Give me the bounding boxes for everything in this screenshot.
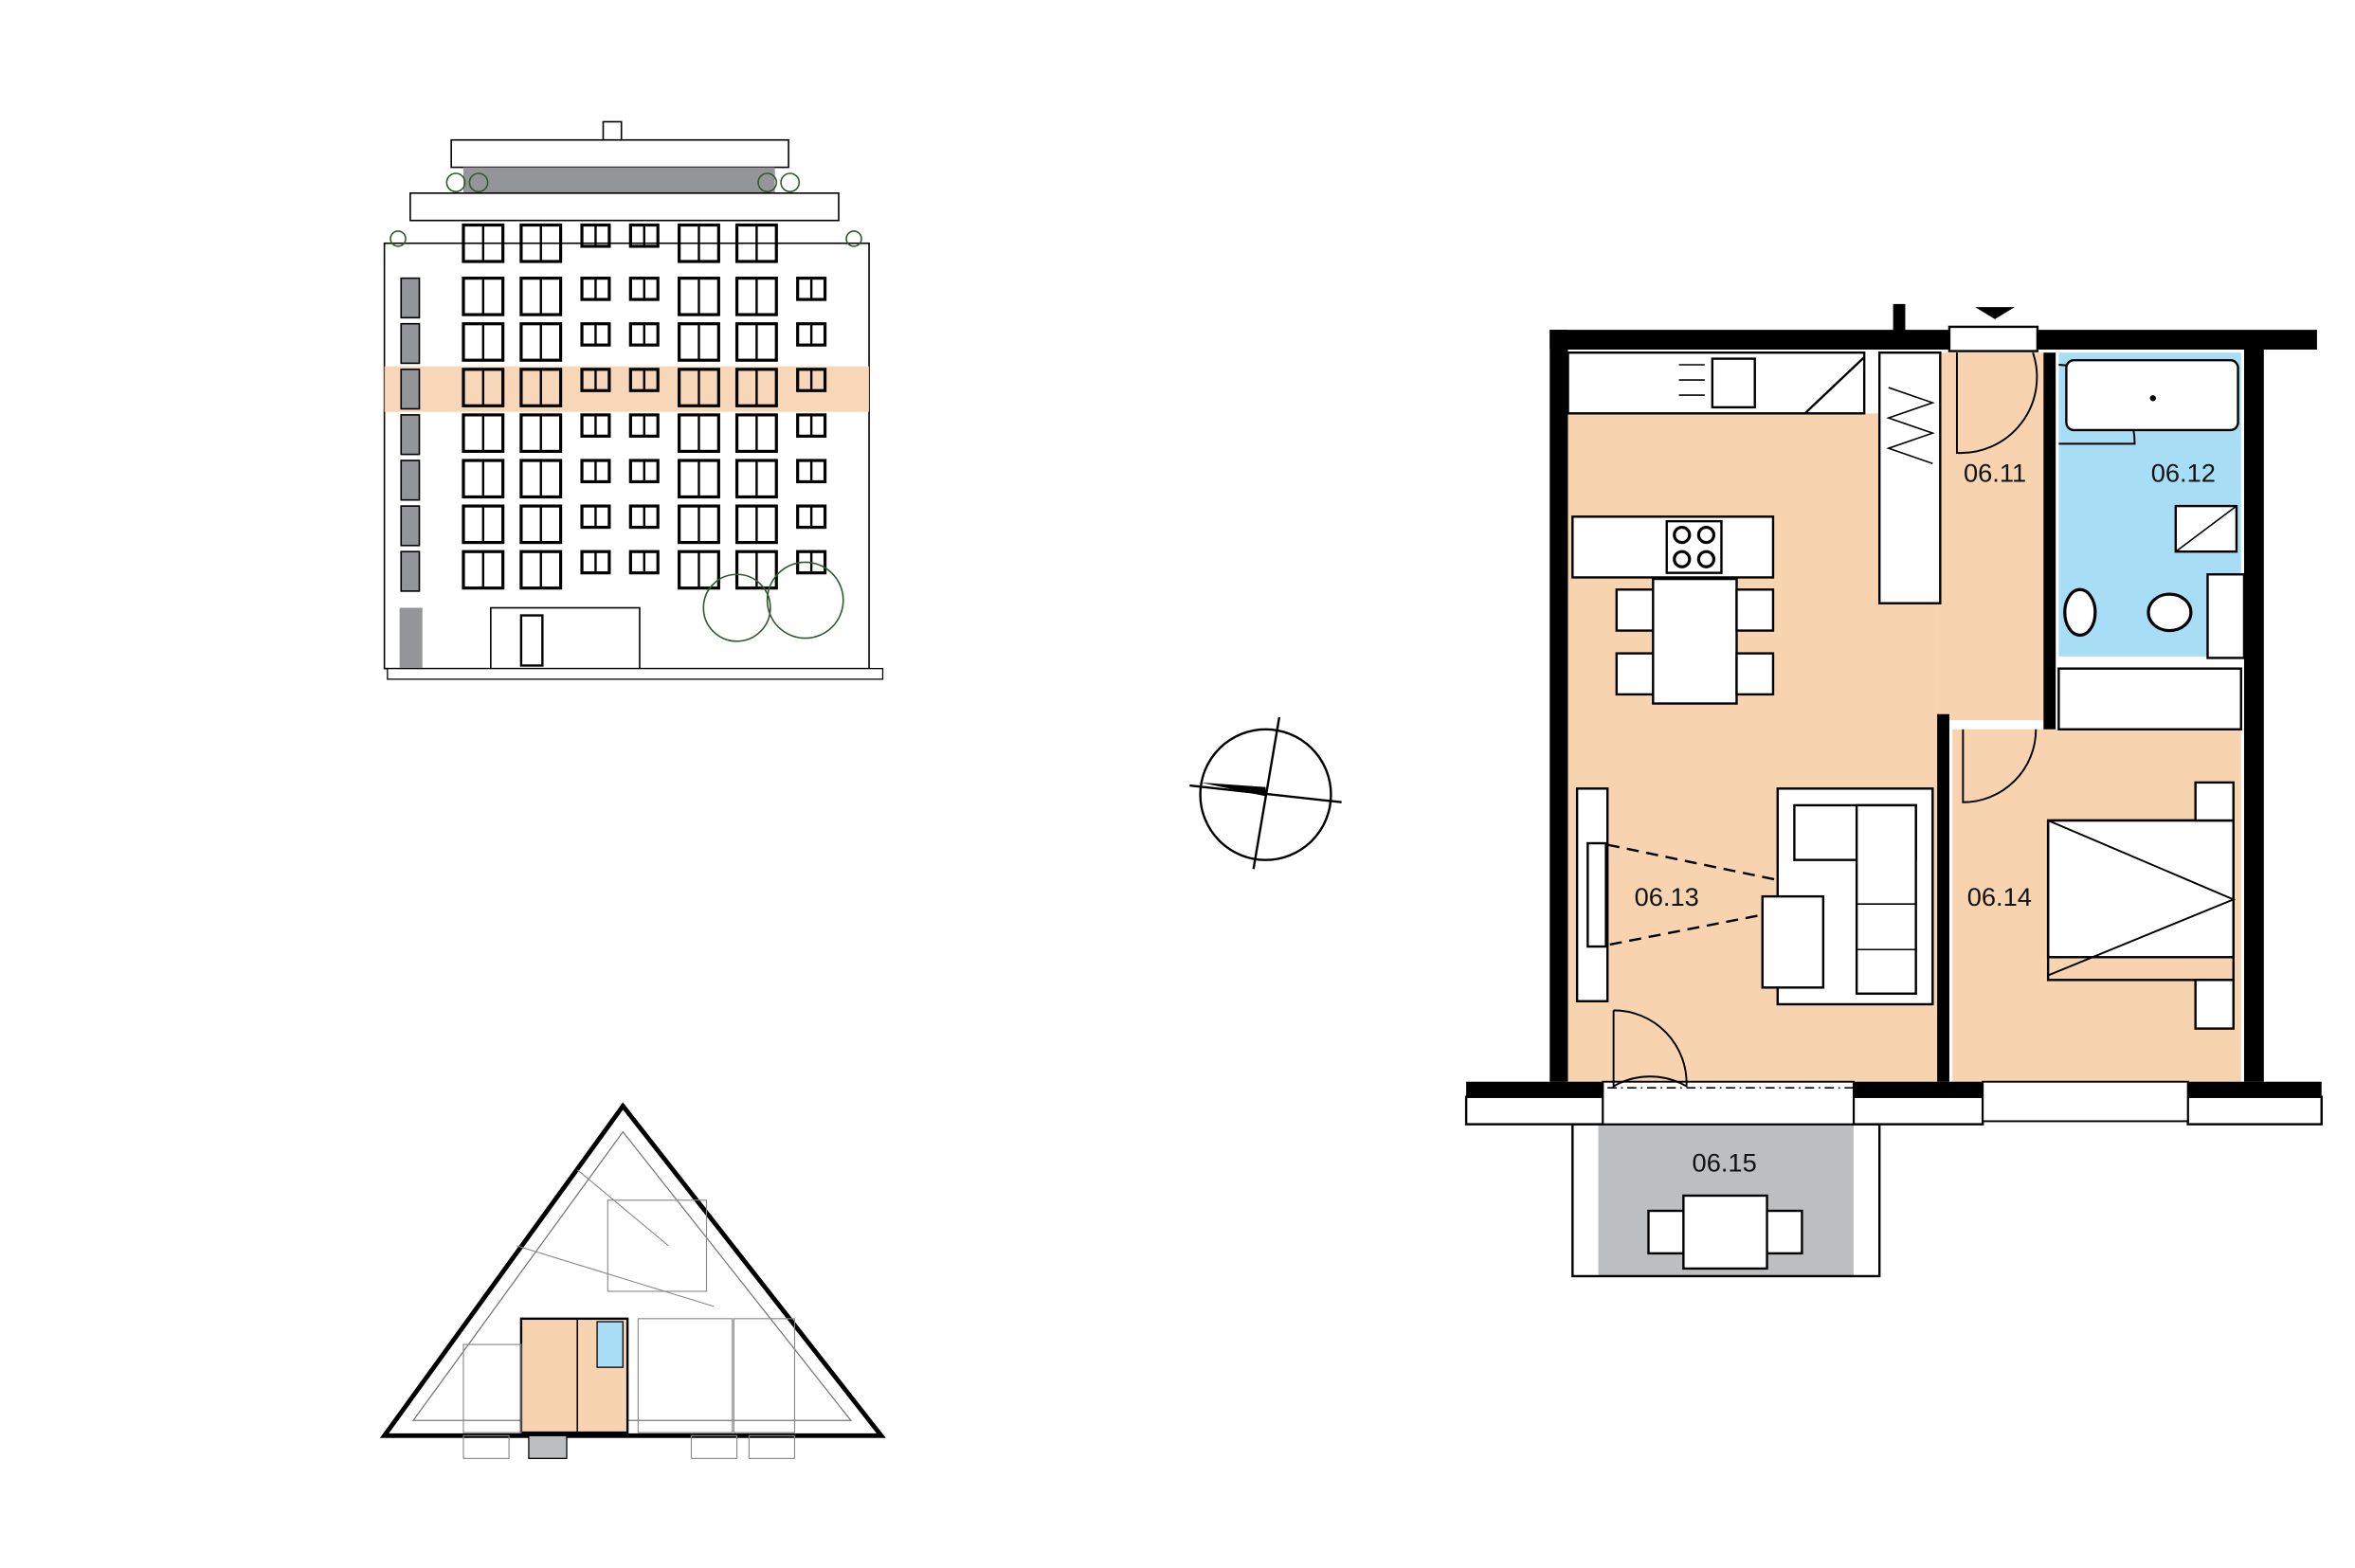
window <box>519 277 563 316</box>
sink-icon <box>1711 357 1756 409</box>
dining-table <box>1615 577 1775 705</box>
window <box>462 277 505 316</box>
site-plan <box>379 1102 886 1459</box>
balcony-door <box>400 460 421 501</box>
room-label-06-14: 06.14 <box>1967 882 2032 911</box>
north-arrow-compass <box>1189 716 1342 870</box>
balcony-door <box>400 277 421 319</box>
room-label-06-11: 06.11 <box>1964 458 2026 487</box>
window <box>734 277 778 316</box>
balcony-door <box>400 505 421 547</box>
balcony-door <box>400 369 421 410</box>
window <box>678 277 720 316</box>
balcony-door <box>400 414 421 456</box>
balcony-door <box>400 322 421 365</box>
room-label-06-12: 06.12 <box>2151 458 2216 487</box>
coffee-table <box>1761 894 1825 989</box>
unit-floor-plan: 06.11 06.12 06.13 06.14 06.15 <box>1464 303 2323 1278</box>
bathtub-icon <box>2065 358 2239 432</box>
wardrobe <box>1877 351 1942 604</box>
tree-icon <box>389 172 862 642</box>
building-elevation <box>383 120 884 680</box>
double-bed <box>2046 781 2237 1030</box>
entrance-door-swing <box>1955 351 2038 455</box>
toilet-icon <box>2147 592 2193 633</box>
balcony-door <box>400 550 421 592</box>
balcony-table <box>1647 1194 1803 1271</box>
washbasin-icon <box>2063 587 2097 637</box>
room-label-06-15: 06.15 <box>1693 1147 1757 1177</box>
room-label-06-13: 06.13 <box>1635 882 1699 911</box>
cooktop-icon <box>1665 519 1723 574</box>
